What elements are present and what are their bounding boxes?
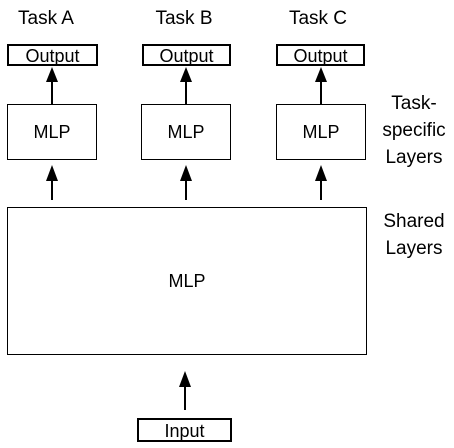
task-c-mlp-label: MLP [302, 121, 340, 142]
arrow-task-b-mlp-to-output [180, 67, 192, 104]
task-c-output-box: Output [276, 44, 365, 66]
task-b-mlp-box: MLP [141, 104, 231, 160]
task-b-output-label: Output [159, 45, 214, 66]
arrow-input-to-shared [179, 371, 191, 410]
task-b-mlp-label: MLP [167, 121, 205, 142]
task-b-output-box: Output [142, 44, 231, 66]
task-specific-line-3: Layers [385, 147, 443, 168]
task-specific-line-2: specific [382, 120, 446, 141]
arrow-task-a-mlp-to-output [46, 67, 58, 104]
task-c-mlp-box: MLP [276, 104, 366, 160]
task-a-output-label: Output [25, 45, 80, 66]
task-a-mlp-box: MLP [7, 104, 97, 160]
task-c-title: Task C [288, 8, 348, 29]
task-a-output-box: Output [7, 44, 98, 66]
shared-layers-line-2: Layers [385, 238, 443, 259]
shared-layers-line-1: Shared [383, 211, 445, 232]
shared-mlp-label: MLP [168, 270, 206, 291]
input-label: Input [164, 420, 205, 441]
arrow-shared-to-task-a-mlp [46, 165, 58, 200]
task-c-output-label: Output [293, 45, 348, 66]
task-specific-layers-label: Task- specific Layers [376, 90, 452, 171]
task-a-mlp-label: MLP [33, 121, 71, 142]
arrow-shared-to-task-b-mlp [180, 165, 192, 200]
shared-layers-label: Shared Layers [376, 208, 452, 262]
task-b-title: Task B [155, 8, 213, 29]
arrow-shared-to-task-c-mlp [315, 165, 327, 200]
input-box: Input [137, 418, 232, 442]
arrow-task-c-mlp-to-output [315, 67, 327, 104]
task-specific-line-1: Task- [391, 93, 437, 114]
task-a-title: Task A [18, 8, 74, 29]
shared-mlp-box: MLP [7, 207, 367, 355]
